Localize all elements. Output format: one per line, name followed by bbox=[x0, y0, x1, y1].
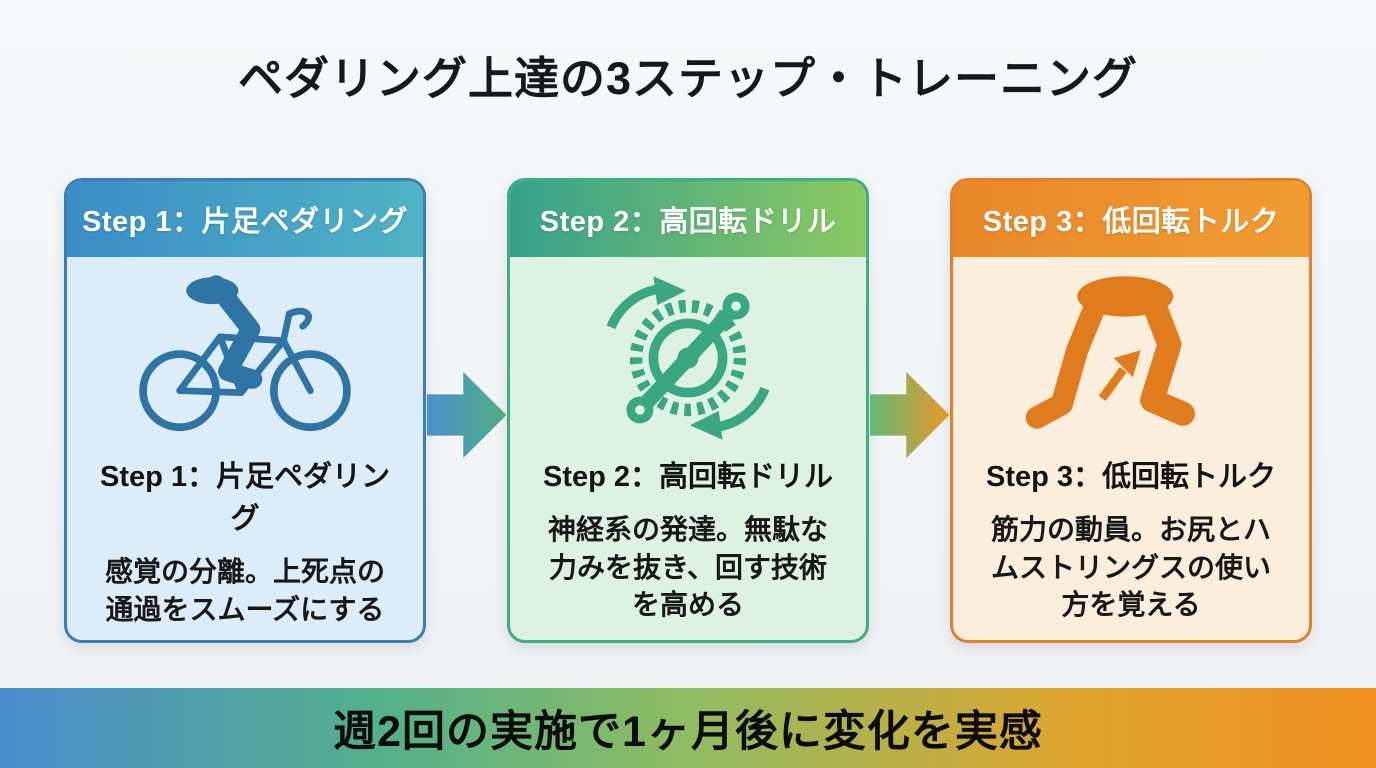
step-2-header: Step 2：高回転ドリル bbox=[510, 181, 866, 257]
muscular-legs-icon bbox=[1025, 276, 1195, 429]
arrow-slot-1 bbox=[426, 372, 507, 643]
step-2-body: Step 2：高回転ドリル 神経系の発達。無駄な力みを抜き、回す技術を高める bbox=[510, 257, 866, 640]
step-3-header: Step 3：低回転トルク bbox=[953, 181, 1309, 257]
step-card-2: Step 2：高回転ドリル Step 2：高回転ドリル 神経系の発達。無駄な力み… bbox=[507, 178, 869, 643]
cyclist-one-leg-icon bbox=[139, 275, 351, 432]
step-1-body: Step 1：片足ペダリング 感覚の分離。上死点の通過をスムーズにする bbox=[67, 257, 423, 640]
step-card-1: Step 1：片足ペダリング Step 1：片足ペダリング 感覚の分離。上死点の… bbox=[64, 178, 426, 643]
step-3-description: 筋力の動員。お尻とハムストリングスの使い方を覚える bbox=[990, 514, 1271, 621]
crankset-spin-icon bbox=[606, 276, 770, 440]
steps-row: Step 1：片足ペダリング Step 1：片足ペダリング 感覚の分離。上死点の… bbox=[0, 178, 1376, 643]
step-2-description: 神経系の発達。無駄な力みを抜き、回す技術を高める bbox=[547, 514, 828, 621]
arrow-slot-2 bbox=[869, 372, 950, 643]
step-3-title: Step 3：低回転トルク bbox=[985, 461, 1277, 493]
step-1-header: Step 1：片足ペダリング bbox=[67, 181, 423, 257]
footer-text: 週2回の実施で1ヶ月後に変化を実感 bbox=[333, 708, 1043, 756]
footer-banner: 週2回の実施で1ヶ月後に変化を実感 bbox=[0, 688, 1376, 768]
step-card-3: Step 3：低回転トルク Step 3：低回転トルク 筋力の動員。お尻とハムス… bbox=[950, 178, 1312, 643]
step-1-title: Step 1：片足ペダリング bbox=[99, 461, 391, 535]
arrow-step2-to-step3-icon bbox=[869, 372, 950, 458]
step-1-description: 感覚の分離。上死点の通過をスムーズにする bbox=[104, 556, 385, 625]
arrow-step1-to-step2-icon bbox=[426, 372, 507, 458]
page-title: ペダリング上達の3ステップ・トレーニング bbox=[237, 53, 1139, 104]
step-2-title: Step 2：高回転ドリル bbox=[542, 461, 834, 493]
step-3-body: Step 3：低回転トルク 筋力の動員。お尻とハムストリングスの使い方を覚える bbox=[953, 257, 1309, 640]
